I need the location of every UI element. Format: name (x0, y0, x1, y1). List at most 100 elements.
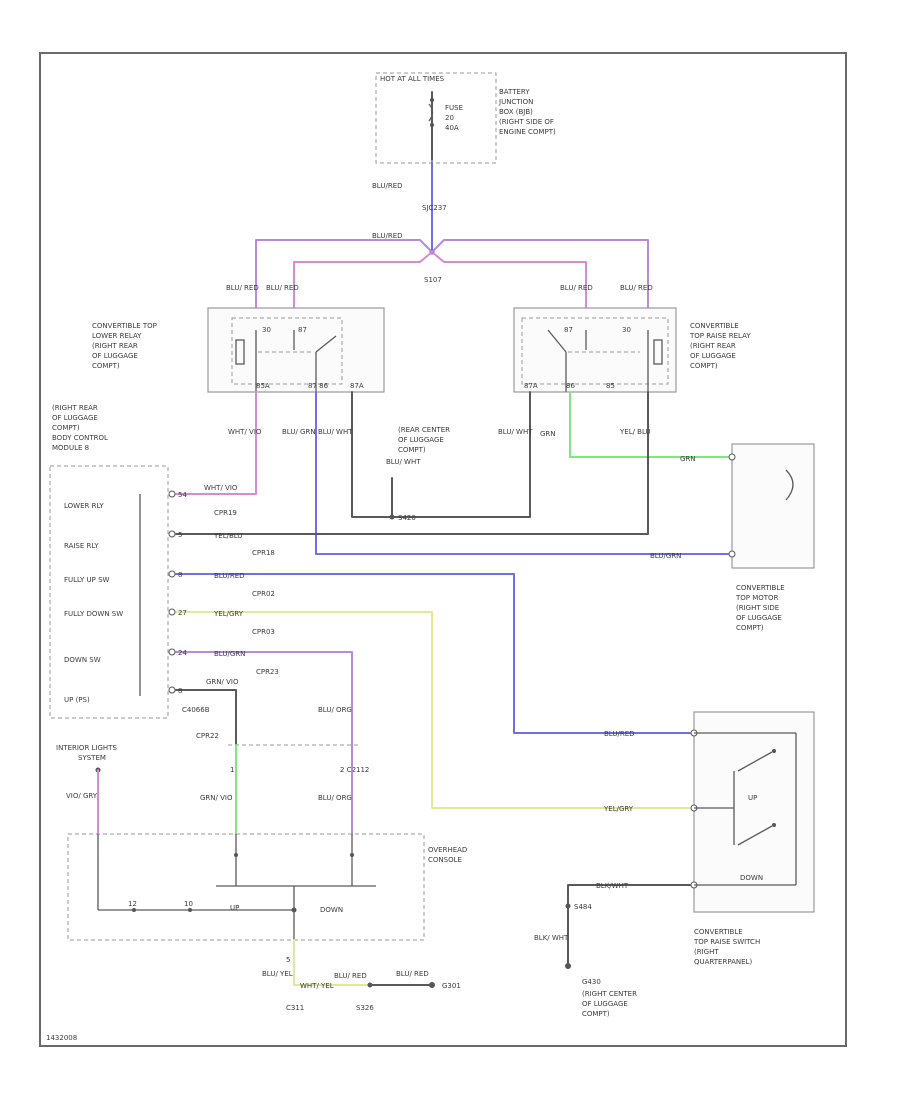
raise-relay-switch-icon (547, 329, 567, 353)
raise-relay-pin-30: 30 (622, 326, 631, 334)
motor-terminal-2 (728, 550, 736, 558)
lower-relay-pin-87: 87 (298, 326, 307, 334)
ground-g301 (429, 982, 435, 988)
svg-text:UP (PS): UP (PS) (64, 696, 90, 704)
top-switch-down-contact-icon (737, 825, 773, 846)
motor-icon (785, 469, 794, 501)
blu-org-top-label: BLU/ ORG (318, 706, 352, 714)
bcm-pin-6 (168, 686, 176, 694)
raise-relay-pin-86: 86 (566, 382, 575, 390)
bottom-wht-yel-label: WHT/ YEL (300, 982, 334, 990)
bcm-row4-color: YEL/GRY (213, 610, 244, 618)
svg-text:DOWN SW: DOWN SW (64, 656, 101, 664)
feed-branch-right-outer (431, 239, 649, 311)
ground-g430 (565, 963, 571, 969)
overhead-num-12: 12 (128, 900, 137, 908)
wire-raise-relay-to-motor (569, 391, 729, 458)
footer-id: 1432008 (46, 1034, 77, 1042)
svg-text:TOP MOTOR: TOP MOTOR (735, 594, 779, 602)
raise-mid-color-label: GRN (540, 430, 556, 438)
top-switch-up-dot (772, 749, 776, 753)
svg-text:(RIGHT SIDE: (RIGHT SIDE (736, 604, 779, 612)
svg-text:COMPT): COMPT) (52, 424, 80, 432)
overhead-node-1 (234, 853, 238, 857)
splice-s484-label: S484 (574, 903, 592, 911)
bcm-pin-8 (168, 570, 176, 578)
switch-blk-wht-label: BLK/WHT (596, 882, 629, 890)
bcm-pin-5 (168, 530, 176, 538)
svg-text:COMPT): COMPT) (92, 362, 120, 370)
raise-relay-pin-85: 85 (606, 382, 615, 390)
motor-terminal-1 (728, 453, 736, 461)
svg-text:COMPT): COMPT) (736, 624, 764, 632)
bcm-row4-circuit: CPR03 (252, 628, 275, 636)
svg-text:BLU/ RED: BLU/ RED (226, 284, 259, 292)
feed-branch-left-inner (293, 251, 433, 311)
ground-g430-label: G430 (582, 978, 601, 986)
svg-text:COMPT): COMPT) (582, 1010, 610, 1018)
vio-gry-label: VIO/ GRY (66, 792, 98, 800)
lower-relay-inner (231, 317, 343, 385)
bcm-row3-color: BLU/RED (214, 572, 245, 580)
bcm-row5-circuit: CPR23 (256, 668, 279, 676)
wire-bcm-to-switch-down (175, 611, 691, 809)
splice-s107-label: S107 (424, 276, 442, 284)
ground-splice-color-label: BLU/ WHT (386, 458, 421, 466)
svg-text:OF LUGGAGE: OF LUGGAGE (690, 352, 736, 360)
cpr22-label: CPR22 (196, 732, 219, 740)
fuse-icon (428, 103, 434, 122)
svg-text:SYSTEM: SYSTEM (78, 754, 106, 762)
bcm-pin-54 (168, 490, 176, 498)
lower-relay-box (207, 307, 385, 393)
fuse-terminal-top (430, 98, 434, 102)
svg-text:BATTERY: BATTERY (499, 88, 530, 96)
svg-text:(RIGHT SIDE OF: (RIGHT SIDE OF (499, 118, 554, 126)
feed-top-color-label: BLU/RED (372, 232, 403, 240)
svg-text:OF LUGGAGE: OF LUGGAGE (398, 436, 444, 444)
c2112-right-label: 2 C2112 (340, 766, 369, 774)
bcm-pin-27 (168, 608, 176, 616)
svg-text:FUSE: FUSE (445, 104, 463, 112)
raise-relay-label: CONVERTIBLE TOP RAISE RELAY (RIGHT REAR … (689, 322, 751, 370)
bcm-row3-circuit: CPR02 (252, 590, 275, 598)
feed-circuit-label: SJC237 (422, 204, 447, 212)
svg-text:JUNCTION: JUNCTION (498, 98, 533, 106)
top-switch-down-dot (772, 823, 776, 827)
rear-center-note: (REAR CENTER OF LUGGAGE COMPT) (398, 426, 450, 454)
splice-s420 (389, 514, 395, 520)
fuse-label: FUSE 20 40A (445, 104, 463, 132)
svg-text:ENGINE COMPT): ENGINE COMPT) (499, 128, 556, 136)
bcm-row6-color: GRN/ VIO (206, 678, 239, 686)
svg-text:FULLY UP SW: FULLY UP SW (64, 576, 110, 584)
overhead-down-label: DOWN (320, 906, 343, 914)
switch-blu-red-label: BLU/RED (604, 730, 635, 738)
svg-text:COMPT): COMPT) (690, 362, 718, 370)
svg-text:QUARTERPANEL): QUARTERPANEL) (694, 958, 752, 966)
svg-text:(RIGHT REAR: (RIGHT REAR (52, 404, 98, 412)
bottom-c311-label: C311 (286, 1004, 304, 1012)
bcm-name-2: MODULE 8 (52, 444, 89, 452)
svg-text:BLU/ RED: BLU/ RED (266, 284, 299, 292)
lower-mid-color-label: BLU/ GRN (282, 428, 316, 436)
bottom-g301-label: G301 (442, 982, 461, 990)
lower-relay-pin-85a: 85A (256, 382, 270, 390)
c2112-left-pin: 1 (230, 766, 234, 774)
svg-text:TOP RAISE SWITCH: TOP RAISE SWITCH (693, 938, 760, 946)
bottom-s326-label: S326 (356, 1004, 374, 1012)
overhead-node-4 (188, 908, 192, 912)
top-switch-up-label: UP (748, 794, 757, 802)
svg-text:OVERHEAD: OVERHEAD (428, 846, 467, 854)
wire-switch-ground (567, 884, 691, 967)
wire-bcm-to-overhead (175, 651, 353, 746)
raise-relay-pin-87a: 87A (524, 382, 538, 390)
top-switch-box (693, 711, 815, 913)
bottom-blu-yel-label: BLU/ YEL (262, 970, 293, 978)
overhead-node-2 (350, 853, 354, 857)
svg-text:40A: 40A (445, 124, 459, 132)
svg-text:OF LUGGAGE: OF LUGGAGE (92, 352, 138, 360)
motor-box (731, 443, 815, 569)
overhead-console-box (67, 833, 425, 941)
wire-lower-relay-to-motor (315, 391, 729, 555)
fuse-terminal-bottom (430, 123, 434, 127)
top-switch-down-label: DOWN (740, 874, 763, 882)
